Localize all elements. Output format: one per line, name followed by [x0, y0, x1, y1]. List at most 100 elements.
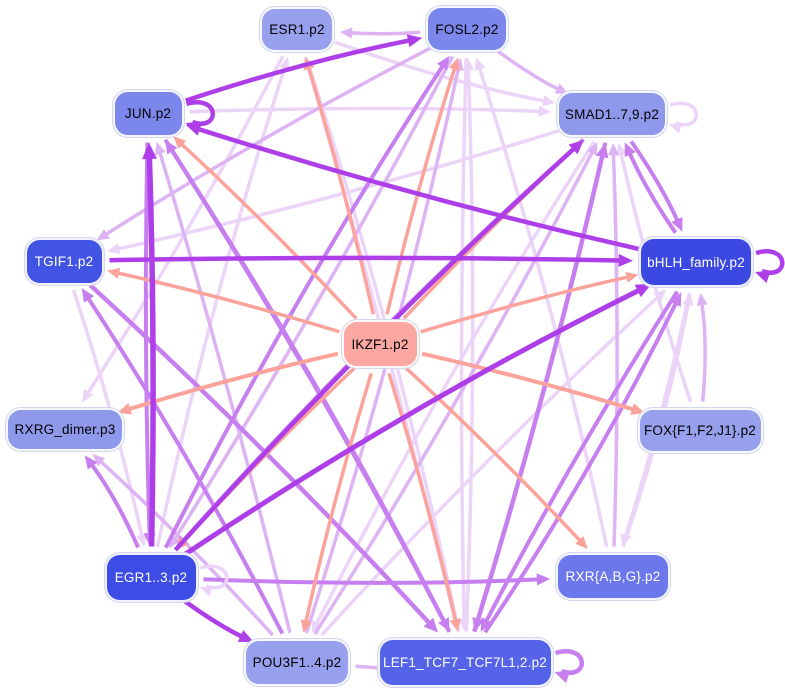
edge-arrowhead [154, 141, 166, 156]
edge-smad-tgif1 [116, 128, 562, 251]
edge-rxr-smad [611, 153, 619, 547]
edge-arrowhead [339, 27, 353, 39]
edge-arrowhead [92, 453, 106, 467]
edge-bhlh-smad [627, 151, 678, 234]
node-label: RXR{A,B,G}.p2 [565, 568, 661, 584]
edge-ikzf1-jun [179, 142, 358, 320]
edge-arrowhead [117, 403, 133, 415]
self-loop-bhlh [755, 249, 785, 275]
edge-arrowhead [634, 284, 652, 298]
self-loop-egr [200, 564, 229, 590]
edge-ikzf1-fox [421, 351, 635, 412]
edge-arrowhead [107, 243, 121, 255]
edge-ikzf1-lef1 [387, 372, 458, 622]
edge-arrowhead [653, 289, 667, 302]
node-label: EGR1..3.p2 [114, 569, 188, 585]
graph-node-lef1[interactable]: LEF1_TCF7_TCF7L1,2.p2 [377, 637, 553, 687]
edge-fosl2-esr1 [350, 30, 421, 36]
edge-pou3f1-smad [313, 150, 595, 635]
node-label: bHLH_family.p2 [647, 254, 745, 270]
edge-arrowhead [81, 389, 94, 403]
edge-arrowhead [480, 617, 493, 632]
edge-ikzf1-pou3f1 [304, 372, 373, 623]
edge-ikzf1-bhlh [420, 275, 629, 334]
edge-jun-egr [143, 142, 152, 536]
edge-arrowhead [669, 292, 682, 307]
node-label: IKZF1.p2 [351, 336, 409, 352]
edge-arrowhead [618, 253, 634, 267]
edge-egr-bhlh [184, 287, 641, 557]
edge-arrowhead [300, 619, 312, 633]
edge-arrowhead [449, 618, 461, 632]
graph-node-rxr[interactable]: RXR{A,B,G}.p2 [556, 552, 670, 600]
edge-fosl2-egr [173, 55, 455, 541]
edge-pou3f1-rxrg [98, 459, 274, 637]
edge-arrowhead [142, 142, 157, 160]
node-label: RXRG_dimer.p3 [14, 421, 116, 437]
edge-lef1-fosl2 [464, 68, 475, 632]
edge-arrowhead [536, 573, 551, 586]
edge-arrowhead [84, 455, 98, 470]
edge-smad-bhlh [629, 140, 680, 223]
edge-arrowhead [568, 139, 584, 155]
node-label: ESR1.p2 [269, 21, 325, 37]
edge-ikzf1-rxrg [127, 351, 339, 412]
edge-arrowhead [136, 533, 147, 547]
edge-egr-jun [146, 156, 156, 547]
graph-node-tgif1[interactable]: TGIF1.p2 [24, 237, 104, 285]
edge-arrowhead [474, 57, 486, 71]
edge-egr-rxrg [89, 463, 140, 549]
edge-pou3f1-bhlh [320, 295, 660, 637]
graph-node-pou3f1[interactable]: POU3F1..4.p2 [244, 638, 350, 686]
edge-arrowhead [406, 34, 423, 48]
edge-arrowhead [472, 617, 484, 632]
graph-node-rxrg[interactable]: RXRG_dimer.p3 [6, 407, 124, 451]
graph-node-esr1[interactable]: ESR1.p2 [260, 6, 334, 52]
node-label: FOX{F1,F2,J1}.p2 [643, 422, 756, 438]
edge-arrowhead [755, 270, 771, 283]
edge-arrowhead [107, 267, 121, 279]
graph-node-fox[interactable]: FOX{F1,F2,J1}.p2 [637, 407, 763, 453]
edge-jun-lef1 [163, 138, 447, 623]
edge-arrowhead [237, 630, 254, 642]
node-label: POU3F1..4.p2 [252, 654, 342, 670]
edge-egr-pou3f1 [182, 598, 244, 639]
edge-arrowhead [458, 619, 470, 632]
edge-smad-lef1 [475, 142, 608, 622]
edge-ikzf1-fosl2 [385, 66, 457, 315]
edge-arrowhead [538, 105, 552, 117]
self-loop-lef1 [554, 649, 584, 675]
graph-node-fosl2[interactable]: FOSL2.p2 [426, 6, 508, 52]
edge-arrowhead [615, 142, 627, 157]
edge-arrowhead [279, 56, 290, 71]
edge-arrowhead [173, 136, 187, 149]
edge-arrowhead [625, 271, 639, 283]
edge-arrowhead [423, 617, 439, 633]
edge-arrowhead [554, 83, 569, 94]
graph-node-ikzf1[interactable]: IKZF1.p2 [341, 320, 419, 368]
graph-node-jun[interactable]: JUN.p2 [112, 89, 184, 137]
edge-arrowhead [607, 142, 620, 156]
edge-ikzf1-rxr [405, 366, 582, 543]
edge-bhlh-jun [196, 126, 640, 252]
graph-node-smad[interactable]: SMAD1..7,9.p2 [557, 91, 667, 137]
edge-arrowhead [96, 229, 110, 241]
edge-arrowhead [448, 57, 460, 71]
node-label: LEF1_TCF7_TCF7L1,2.p2 [382, 654, 548, 670]
edge-pou3f1-jun [158, 151, 292, 634]
edge-arrowhead [554, 670, 571, 683]
edge-fosl2-lef1 [459, 57, 468, 622]
edge-bhlh-lef1 [484, 290, 679, 623]
node-label: SMAD1..7,9.p2 [564, 106, 660, 122]
graph-node-bhlh[interactable]: bHLH_family.p2 [639, 237, 753, 287]
edge-arrowhead [575, 536, 588, 549]
graph-node-egr[interactable]: EGR1..3.p2 [104, 552, 198, 602]
edge-arrowhead [624, 142, 636, 158]
edge-lef1-jun [169, 148, 452, 633]
node-label: TGIF1.p2 [34, 253, 94, 269]
edge-egr-rxr [203, 577, 539, 585]
edge-jun-fosl2 [184, 38, 411, 103]
node-label: FOSL2.p2 [435, 21, 499, 37]
edge-arrowhead [671, 217, 683, 232]
